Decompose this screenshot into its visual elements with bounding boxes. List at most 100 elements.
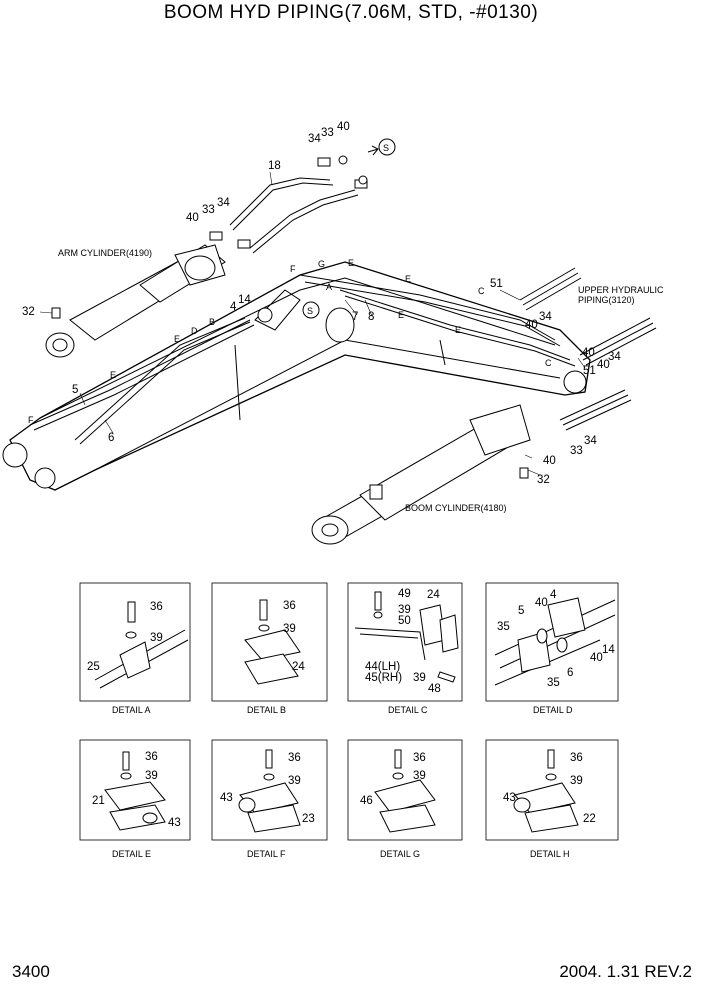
- svg-text:39: 39: [150, 632, 163, 644]
- callout-14: 14: [238, 294, 251, 306]
- callout-34: 34: [308, 133, 321, 145]
- callout-6: 6: [108, 432, 114, 444]
- callout-32: 32: [537, 474, 550, 486]
- detail-f-caption: DETAIL F: [247, 849, 286, 859]
- callout-34: 34: [539, 311, 552, 323]
- detail-g: 36 39 46 DETAIL G: [347, 739, 463, 859]
- svg-text:36: 36: [288, 752, 301, 764]
- arm-cylinder-label: ARM CYLINDER(4190): [58, 248, 152, 258]
- detail-d-caption: DETAIL D: [533, 705, 573, 715]
- boom-cylinder-label: BOOM CYLINDER(4180): [405, 503, 507, 513]
- detail-marker-e3: E: [405, 274, 411, 284]
- svg-text:36: 36: [145, 751, 158, 763]
- svg-text:24: 24: [427, 589, 440, 601]
- detail-a-caption: DETAIL A: [112, 705, 151, 715]
- svg-text:43: 43: [168, 817, 181, 829]
- svg-text:S: S: [383, 143, 389, 153]
- upper-piping-label-2: PIPING(3120): [578, 295, 635, 305]
- detail-marker-e5: E: [110, 370, 116, 380]
- detail-marker-e6: E: [455, 325, 461, 335]
- callout-7: 7: [352, 311, 358, 323]
- svg-text:36: 36: [570, 752, 583, 764]
- svg-text:50: 50: [398, 615, 411, 627]
- boom-pipes: [29, 274, 576, 445]
- boom-body: [2, 261, 591, 491]
- hose-assembly-18: [209, 155, 368, 254]
- arm-cylinder: [45, 244, 226, 358]
- detail-h-caption: DETAIL H: [530, 849, 570, 859]
- detail-f: 36 39 43 23 DETAIL F: [211, 739, 328, 859]
- boom-cylinder: [311, 404, 531, 545]
- s-marker-top: S: [367, 138, 396, 156]
- detail-d: 4 5 40 35 40 14 6 35 DETAIL D: [485, 582, 619, 715]
- callout-40: 40: [543, 455, 556, 467]
- detail-e-caption: DETAIL E: [112, 849, 151, 859]
- svg-text:39: 39: [145, 770, 158, 782]
- svg-text:14: 14: [602, 644, 615, 656]
- detail-marker-e2: E: [348, 258, 354, 268]
- s-marker-boom: S: [302, 301, 320, 319]
- detail-h: 36 39 43 22 DETAIL H: [485, 739, 619, 859]
- detail-marker-c2: C: [545, 358, 552, 368]
- svg-text:24: 24: [292, 661, 305, 673]
- svg-text:45(RH): 45(RH): [365, 672, 402, 684]
- detail-marker-e4: E: [398, 310, 404, 320]
- callout-51: 51: [490, 278, 503, 290]
- svg-text:49: 49: [398, 588, 411, 600]
- detail-marker-f2: F: [28, 415, 34, 425]
- svg-text:5: 5: [518, 605, 524, 617]
- callout-18: 18: [268, 160, 281, 172]
- detail-g-caption: DETAIL G: [380, 849, 420, 859]
- callout-40: 40: [597, 359, 610, 371]
- callout-40: 40: [186, 212, 199, 224]
- revision-date: 2004. 1.31 REV.2: [559, 962, 692, 981]
- upper-piping-label-1: UPPER HYDRAULIC: [578, 285, 664, 295]
- callout-8: 8: [368, 311, 374, 323]
- callout-40: 40: [582, 347, 595, 359]
- callout-33: 33: [570, 445, 583, 457]
- detail-b: 36 39 24 DETAIL B: [211, 582, 328, 715]
- callout-40: 40: [525, 319, 538, 331]
- svg-text:23: 23: [302, 813, 315, 825]
- detail-marker-e: E: [174, 334, 180, 344]
- upper-hydraulic-lines: [519, 267, 657, 431]
- detail-e: 36 39 21 43 DETAIL E: [79, 739, 191, 859]
- svg-text:36: 36: [150, 601, 163, 613]
- detail-marker-a: A: [326, 282, 332, 292]
- callout-34: 34: [217, 197, 230, 209]
- page-title: BOOM HYD PIPING(7.06M, STD, -#0130): [163, 2, 539, 23]
- detail-marker-f: F: [290, 264, 296, 274]
- svg-text:39: 39: [413, 672, 426, 684]
- leader-lines: [39, 171, 586, 476]
- detail-marker-c: C: [478, 286, 485, 296]
- detail-c-caption: DETAIL C: [388, 705, 428, 715]
- callout-5: 5: [72, 384, 78, 396]
- detail-b-caption: DETAIL B: [247, 705, 286, 715]
- svg-text:39: 39: [288, 775, 301, 787]
- detail-marker-b: B: [209, 317, 215, 327]
- callout-32: 32: [22, 306, 35, 318]
- callout-34: 34: [584, 435, 597, 447]
- svg-text:35: 35: [497, 621, 510, 633]
- callout-34: 34: [608, 351, 621, 363]
- svg-text:S: S: [307, 306, 313, 316]
- svg-text:40: 40: [535, 597, 548, 609]
- svg-text:48: 48: [428, 683, 441, 695]
- svg-text:22: 22: [583, 813, 596, 825]
- svg-text:43: 43: [503, 792, 516, 804]
- svg-text:40: 40: [590, 652, 603, 664]
- svg-text:43: 43: [220, 792, 233, 804]
- svg-text:44(LH): 44(LH): [365, 661, 400, 673]
- detail-marker-g: G: [318, 259, 325, 269]
- detail-a: 36 39 25 DETAIL A: [79, 582, 191, 715]
- svg-text:6: 6: [567, 667, 573, 679]
- detail-marker-d: D: [191, 326, 198, 336]
- callout-51: 51: [583, 365, 596, 377]
- svg-text:25: 25: [87, 661, 100, 673]
- detail-c: 49 39 50 24 44(LH) 45(RH) 39 48 DETAIL C: [347, 582, 463, 715]
- svg-text:46: 46: [360, 795, 373, 807]
- svg-text:36: 36: [283, 600, 296, 612]
- callout-33: 33: [202, 204, 215, 216]
- callout-33: 33: [321, 127, 334, 139]
- svg-text:39: 39: [570, 775, 583, 787]
